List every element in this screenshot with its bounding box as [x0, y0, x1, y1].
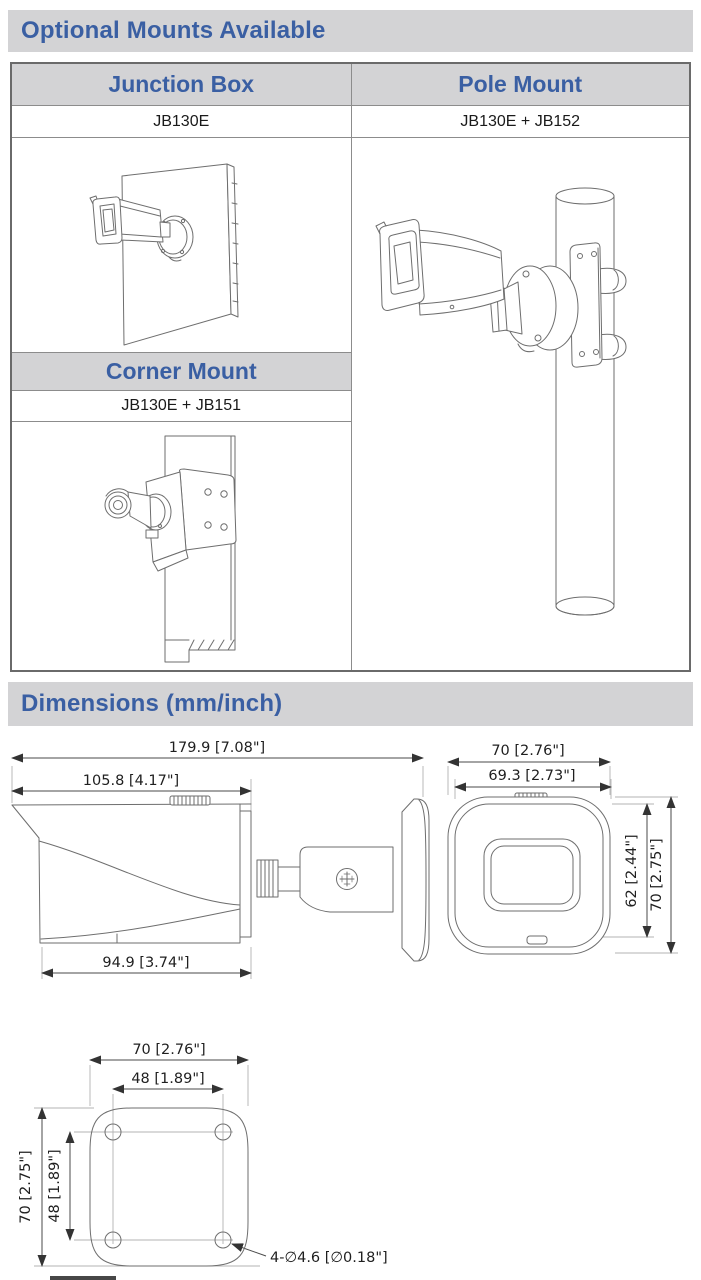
pole-mount-image-cell: [351, 138, 689, 670]
corner-mount-image-cell: [12, 422, 351, 670]
junction-box-model-cell: JB130E: [12, 106, 351, 138]
dim-label-mounting-holes: 4-∅4.6 [∅0.18"]: [270, 1250, 388, 1266]
junction-box-title: Junction Box: [108, 71, 255, 97]
dimensions-section-header: Dimensions (mm/inch): [8, 682, 693, 726]
corner-mount-title: Corner Mount: [105, 358, 257, 384]
mounting-hole: [104, 1123, 122, 1141]
dim-label-inner-width: 69.3 [2.73"]: [488, 768, 575, 784]
pole-mount-header-cell: Pole Mount: [351, 64, 689, 106]
mounts-table: Junction Box JB130E: [10, 62, 691, 672]
dim-label-shield-length: 105.8 [4.17"]: [83, 773, 179, 789]
cutoff-next-section-bar: [50, 1276, 116, 1280]
optional-mounts-title: Optional Mounts Available: [21, 17, 326, 44]
phillips-screw-icon: [336, 868, 358, 890]
mounts-table-right-column: Pole Mount JB130E + JB152: [350, 64, 689, 670]
dim-label-base-height: 70 [2.75"]: [18, 1150, 34, 1223]
junction-box-illustration: [89, 163, 239, 346]
mounting-hole: [104, 1231, 122, 1249]
mounts-table-left-column: Junction Box JB130E: [12, 64, 351, 670]
side-view-dimension-drawing: 179.9 [7.08"] 105.8 [4.17"] 94.9 [3.74"]: [11, 740, 430, 979]
junction-box-image-cell: [12, 138, 351, 352]
front-view-dimension-drawing: 70 [2.76"] 69.3 [2.73"] 62 [2.44"] 70 [2…: [447, 743, 678, 955]
junction-box-header-cell: Junction Box: [12, 64, 351, 106]
mounting-hole: [214, 1123, 232, 1141]
pole-mount-model-cell: JB130E + JB152: [351, 106, 689, 138]
corner-mount-illustration: [104, 435, 237, 663]
dim-label-overall-length: 179.9 [7.08"]: [169, 740, 265, 756]
corner-mount-model-cell: JB130E + JB151: [12, 391, 351, 422]
dim-label-overall-height: 70 [2.75"]: [649, 838, 665, 911]
dim-label-base-width: 70 [2.76"]: [132, 1042, 205, 1058]
base-view-dimension-drawing: 70 [2.76"] 48 [1.89"] 70 [2.75"] 48 [1.8…: [18, 1042, 388, 1267]
dim-label-hole-spacing-vertical: 48 [1.89"]: [47, 1149, 63, 1222]
dim-label-hole-spacing-horizontal: 48 [1.89"]: [131, 1071, 204, 1087]
dim-label-body-length: 94.9 [3.74"]: [102, 955, 189, 971]
mounting-hole: [214, 1231, 232, 1249]
dimensions-title: Dimensions (mm/inch): [21, 690, 283, 717]
pole-mount-title: Pole Mount: [458, 71, 583, 97]
pole-mount-illustration: [375, 187, 626, 616]
dim-label-overall-width: 70 [2.76"]: [491, 743, 564, 759]
corner-mount-header-cell: Corner Mount: [12, 352, 351, 391]
optional-mounts-section-header: Optional Mounts Available: [8, 10, 693, 52]
dim-label-inner-height: 62 [2.44"]: [624, 834, 640, 907]
